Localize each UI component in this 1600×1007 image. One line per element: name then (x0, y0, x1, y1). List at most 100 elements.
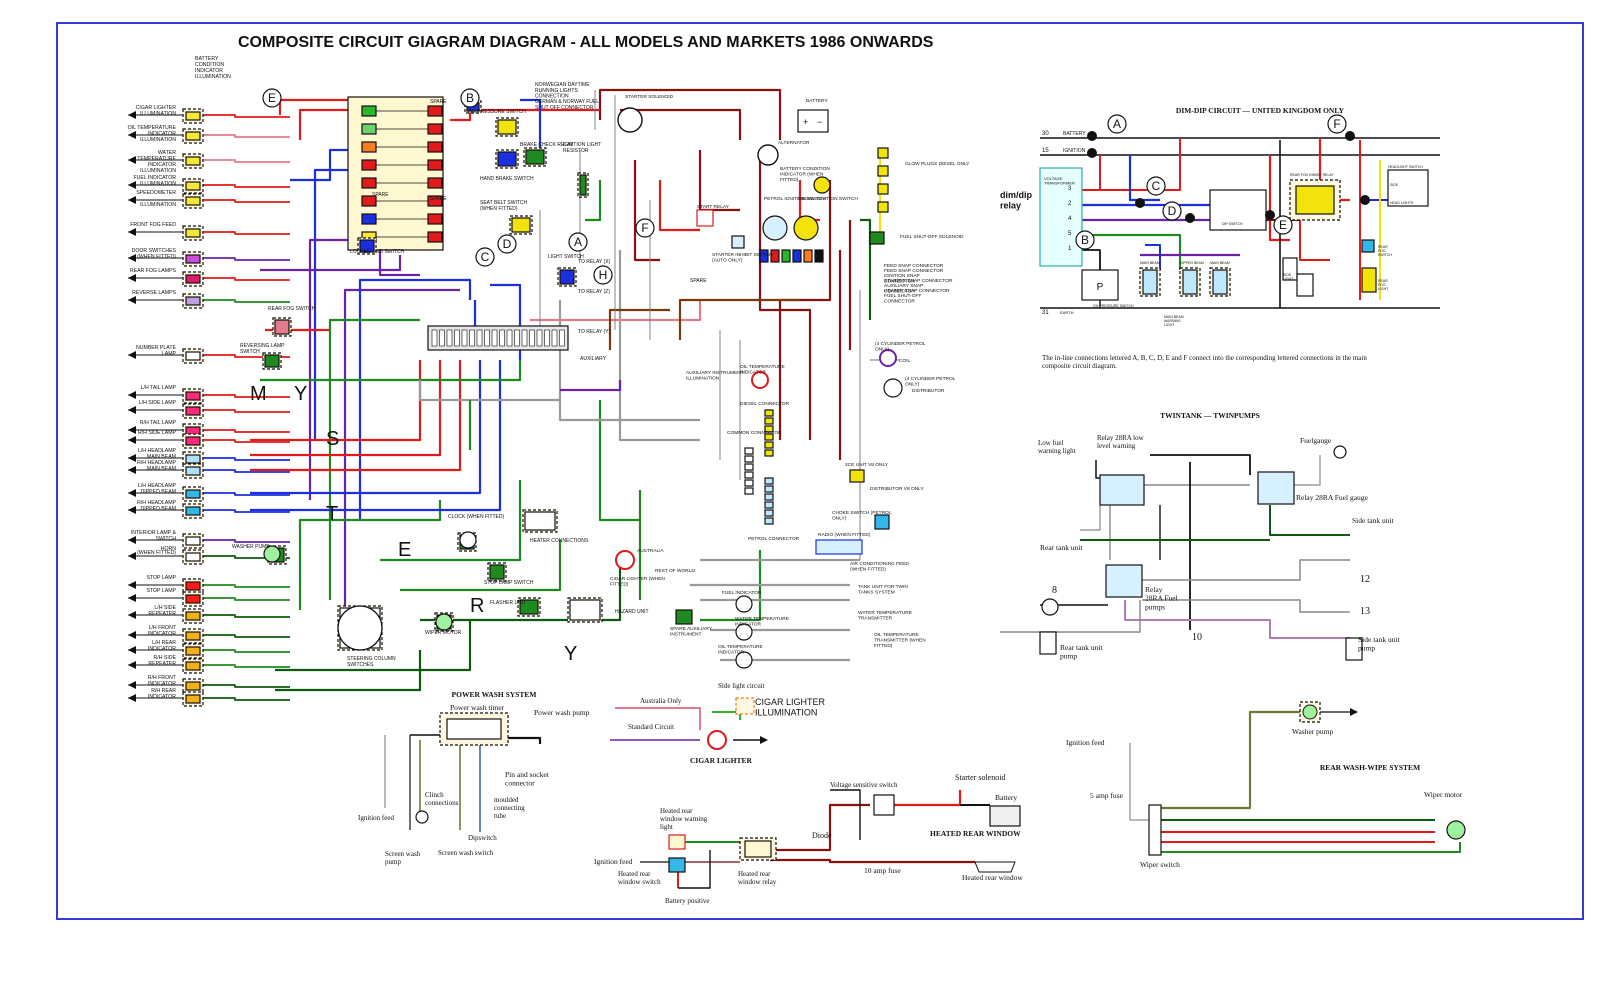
washer-pump-label: Washer pump (1292, 727, 1334, 736)
cigar-lighter-icon (615, 550, 635, 570)
connector-pin (514, 329, 520, 347)
component-layer: +− (128, 88, 1466, 873)
center-component-9 (274, 319, 290, 335)
left-component-fill-20 (185, 536, 201, 546)
left-harness-wire (203, 231, 290, 235)
harness-wire (278, 98, 350, 115)
choke-switch-icon (874, 514, 890, 530)
left-harness-wire (203, 697, 290, 701)
left-harness-wire (203, 492, 290, 496)
clock-icon (459, 531, 477, 549)
water-temp-indicator-icon (735, 623, 753, 641)
left-component-label: FRONT FOG FEED (130, 222, 176, 228)
diesel-connector-pin (764, 441, 774, 449)
fuse-right-6 (427, 213, 443, 225)
left-component-label: (WHEN FITTED) (137, 550, 176, 556)
right-component-label: AUSTRALIA (637, 548, 664, 554)
ignition-label: IGNITION (1063, 148, 1086, 154)
center-component-label: LIGHT SWITCH (548, 254, 584, 260)
harness-wire (585, 180, 602, 222)
dd-wire (1082, 249, 1101, 270)
diesel-connector-pin (764, 417, 774, 425)
dd-letter-e (1273, 215, 1293, 235)
left-component-fill-27 (185, 646, 201, 656)
harness-wire (598, 400, 640, 522)
watermark-letter: Y (294, 383, 307, 405)
left-component-fill-12 (185, 391, 201, 401)
snap-connector (770, 249, 780, 263)
connection-letter-b (460, 88, 480, 108)
left-harness-wire (203, 457, 290, 461)
relay-pin-label: 2 (1068, 201, 1072, 207)
watermark-letter: Y (564, 643, 577, 665)
australia-only-label: Australia Only (640, 697, 682, 705)
hrw-fuse-label: 10 amp fuse (864, 866, 901, 875)
harness-wire (298, 500, 442, 610)
fuse-spare-label: SPARE (430, 196, 447, 202)
connection-letter-b-text: B (466, 91, 474, 105)
left-harness-wire (203, 614, 290, 618)
right-component-label: DISTRIBUTOR V8 ONLY (870, 486, 924, 492)
connector-pin (431, 329, 438, 347)
left-component-label: ILLUMINATION (140, 202, 176, 208)
starter-solenoid-icon (617, 107, 643, 133)
harness-wire (250, 360, 462, 472)
left-component-fill-18 (185, 489, 201, 499)
harness-wire (250, 360, 442, 457)
screen-pump-icon (415, 810, 429, 824)
left-component-fill-23 (185, 581, 201, 591)
cigar-lighter-2-icon (707, 730, 727, 750)
right-component-label: PETROL CONNECTOR (748, 536, 800, 542)
left-harness-wire (203, 114, 290, 118)
hrw-battery-box (989, 805, 1021, 827)
distributor-icon (883, 378, 903, 398)
voltage-transformer-box (1039, 167, 1083, 267)
left-component-fill-8 (185, 254, 201, 264)
dim-dip-title: DIM-DIP CIRCUIT — UNITED KINGDOM ONLY (1176, 106, 1345, 115)
connector-pin (446, 329, 453, 347)
harness-wire (678, 298, 800, 340)
watermark-letter: M (250, 383, 267, 405)
dd-node (1135, 198, 1145, 208)
connection-letter-d (497, 234, 517, 254)
cigar-illum-box (735, 697, 755, 715)
twintank-title: TWINTANK — TWINPUMPS (1160, 411, 1260, 420)
dd-wire (1128, 155, 1160, 202)
tt-wire (1294, 455, 1321, 486)
right-component-label: REST OF WORLD (655, 568, 695, 574)
connector-pin (559, 329, 565, 347)
left-harness-wire (203, 684, 290, 688)
left-component-label: INTERIOR LAMP &SWITCH (131, 530, 177, 542)
diesel-connector-pin (764, 425, 774, 433)
center-component-label: TO RELAY (X) (578, 259, 611, 265)
harness-wire (400, 540, 562, 592)
connector-pin (551, 329, 558, 347)
right-component-label: DISTRIBUTOR (912, 388, 945, 394)
hrw-wire (894, 790, 962, 807)
connector-pin (439, 329, 445, 347)
tt-wire (1124, 600, 1350, 639)
harness-wire (275, 650, 422, 692)
left-harness-wire (203, 299, 290, 303)
fuse-left-2 (361, 141, 377, 153)
harness-wire (378, 250, 420, 277)
center-component-7 (359, 239, 375, 253)
fuse-box (347, 96, 444, 251)
left-harness-wire (203, 597, 290, 601)
common-connector-pin (744, 487, 754, 495)
coil-icon (879, 349, 897, 367)
washer-pump-2-icon (1302, 704, 1318, 720)
harness-wire (275, 620, 472, 672)
harness-wire (420, 560, 622, 622)
center-component-label: FLASHER UNIT (490, 600, 526, 606)
harness-wire (618, 250, 700, 442)
